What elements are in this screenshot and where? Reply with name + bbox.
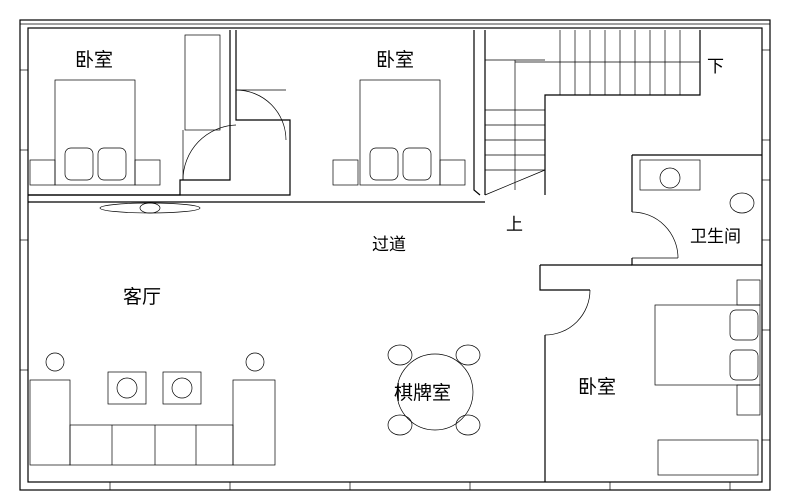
bed-top-middle bbox=[332, 79, 466, 186]
doors bbox=[182, 89, 679, 336]
bed-bottom-right bbox=[654, 279, 761, 476]
room-label-bedroom-top-left: 卧室 bbox=[75, 49, 114, 71]
stairs-up-label: 上 bbox=[506, 215, 523, 235]
stairs bbox=[484, 30, 700, 196]
bathroom-fixtures bbox=[639, 159, 755, 214]
room-label-living-room: 客厅 bbox=[123, 286, 162, 308]
mahjong-table bbox=[387, 344, 481, 436]
interior-walls bbox=[28, 30, 762, 482]
room-label-bathroom: 卫生间 bbox=[690, 227, 741, 247]
room-label-corridor: 过道 bbox=[372, 235, 406, 255]
outer-walls bbox=[19, 19, 771, 491]
windows bbox=[19, 49, 771, 491]
sofa-set bbox=[29, 352, 276, 466]
bed-top-left bbox=[29, 34, 221, 186]
room-label-mahjong-room: 棋牌室 bbox=[394, 382, 452, 404]
tv-unit bbox=[99, 202, 201, 214]
room-label-bedroom-top-middle: 卧室 bbox=[376, 49, 415, 71]
stairs-down-label: 下 bbox=[707, 57, 724, 77]
room-label-bedroom-bottom-right: 卧室 bbox=[578, 376, 617, 398]
